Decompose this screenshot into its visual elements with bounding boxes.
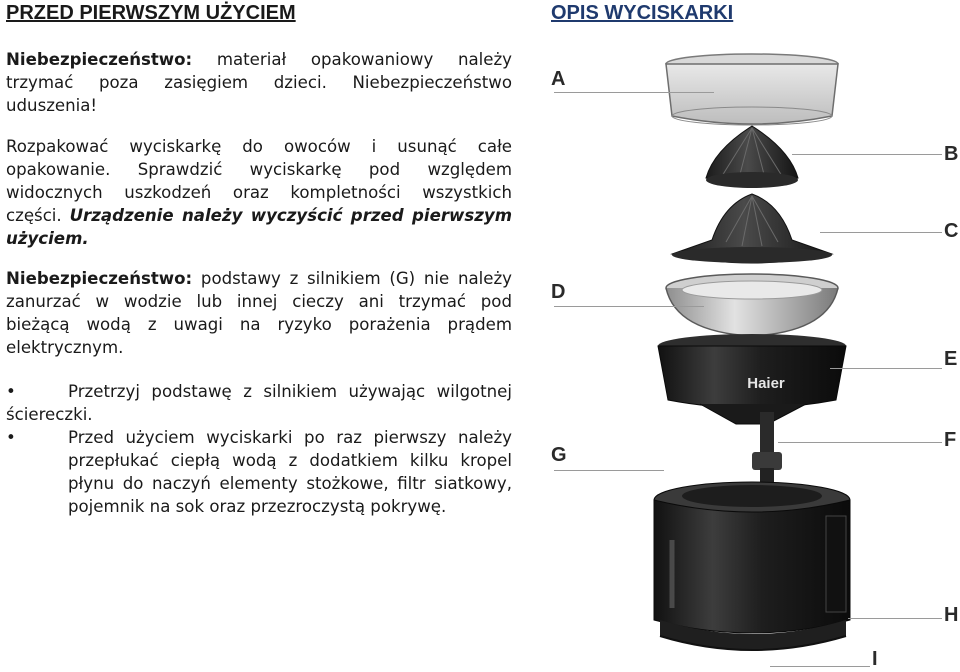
part-h-base-housing (660, 620, 846, 650)
warning-packaging-paragraph: Niebezpieczeństwo: materiał opakowaniowy… (6, 50, 512, 115)
part-f-drive-shaft (752, 412, 782, 482)
leader-line-g (554, 470, 664, 471)
unpacking-paragraph: Rozpakować wyciskarkę do owoców i usunąć… (6, 137, 512, 248)
part-e-juice-container: Haier (657, 334, 847, 425)
label-c: C (944, 220, 959, 242)
label-h: H (944, 604, 959, 626)
leader-line-i (770, 666, 870, 667)
part-i-cord-storage (659, 635, 847, 651)
label-f: F (944, 429, 957, 451)
part-g-motor-base (653, 481, 851, 634)
leader-line-h (848, 618, 942, 619)
part-d-strainer (665, 273, 839, 337)
section-heading-juicer-description: OPIS WYCISKARKI (551, 2, 734, 24)
warning-motor-base-paragraph: Niebezpieczeństwo: podstawy z silnikiem … (6, 269, 512, 357)
bullet-symbol: • (6, 428, 16, 447)
part-b-small-cone (705, 125, 799, 188)
label-i: I (872, 648, 878, 670)
leader-line-d (554, 306, 704, 307)
part-a-transparent-lid (665, 53, 839, 126)
label-b: B (944, 143, 959, 165)
leader-line-a (554, 92, 714, 93)
part-c-large-cone (670, 193, 834, 264)
brand-logo: Haier (747, 375, 785, 392)
leader-line-b (792, 154, 942, 155)
bullet-item-wipe-base: Przetrzyj podstawę z silnikiem używając … (68, 382, 512, 401)
leader-line-f (778, 442, 942, 443)
section-heading-before-first-use: PRZED PIERWSZYM UŻYCIEM (6, 2, 296, 24)
leader-line-c (820, 232, 942, 233)
label-a: A (551, 68, 566, 90)
warning-label: Niebezpieczeństwo: (6, 269, 193, 288)
warning-label: Niebezpieczeństwo: (6, 50, 193, 69)
bullet-symbol: • (6, 382, 16, 401)
label-e: E (944, 348, 958, 370)
bullet-item-rinse-parts: Przed użyciem wyciskarki po raz pierwszy… (68, 428, 512, 516)
leader-line-e (830, 368, 942, 369)
label-d: D (551, 281, 566, 303)
label-g: G (551, 444, 567, 466)
